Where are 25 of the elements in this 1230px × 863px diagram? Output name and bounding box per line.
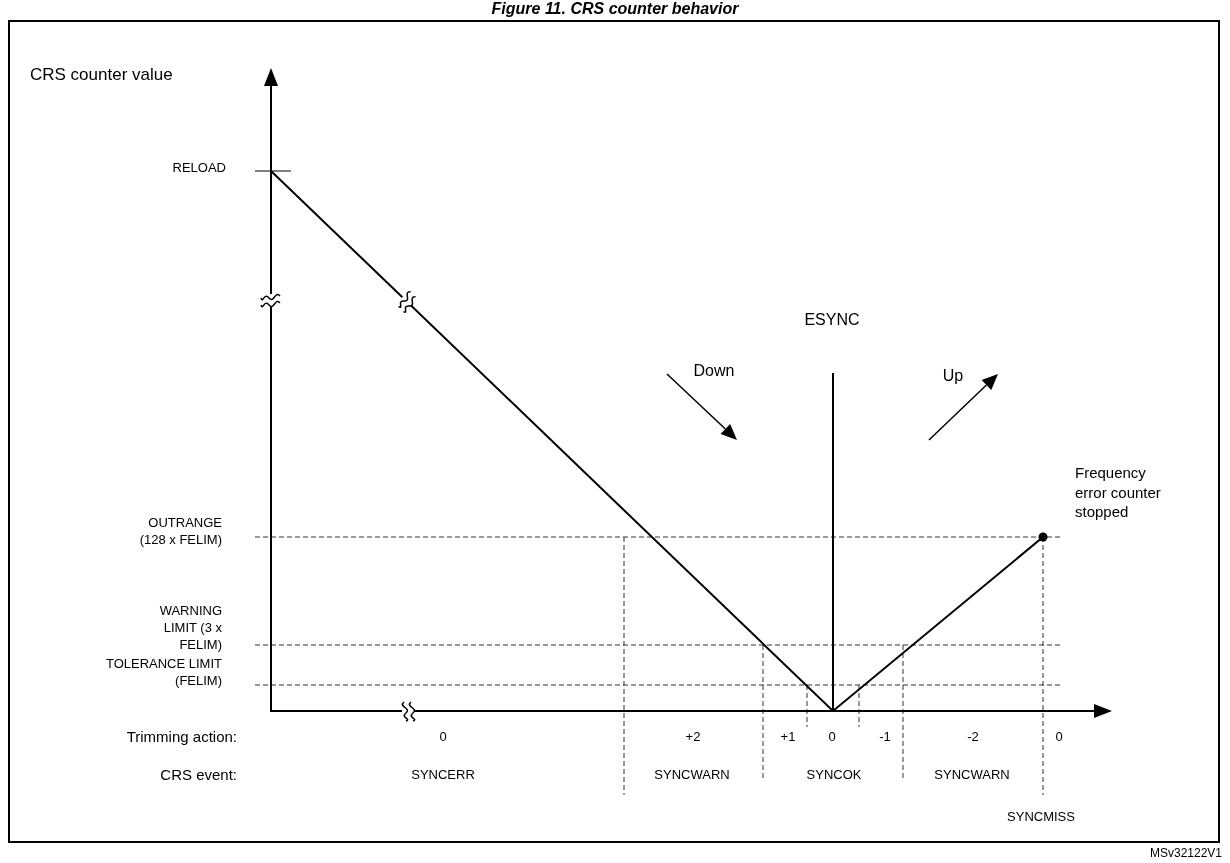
level-label: WARNING LIMIT (3 x FELIM): [158, 603, 222, 654]
event-name: SYNCERR: [411, 767, 475, 784]
trim-value: 0: [439, 729, 447, 746]
trim-value: +2: [685, 729, 701, 746]
trim-value: 0: [1055, 729, 1063, 746]
event-name: SYNCWARN: [654, 767, 730, 784]
figure-id: MSv32122V1: [1149, 846, 1222, 862]
trim-value: -1: [879, 729, 891, 746]
row-heading: CRS event:: [160, 765, 237, 785]
level-label: RELOAD: [172, 160, 226, 177]
level-label: TOLERANCE LIMIT (FELIM): [104, 656, 222, 690]
trim-value: 0: [828, 729, 836, 746]
direction-label: Down: [693, 361, 735, 381]
trim-value: +1: [780, 729, 796, 746]
trim-value: -2: [967, 729, 979, 746]
note-text: Frequency error counter stopped: [1075, 463, 1162, 522]
level-label: OUTRANGE (128 x FELIM): [138, 515, 222, 549]
axis-title: CRS counter value: [30, 64, 173, 86]
figure-title: Figure 11. CRS counter behavior: [490, 0, 740, 18]
event-name: SYNCOK: [806, 767, 862, 784]
signal-label: ESYNC: [804, 310, 860, 330]
direction-label: Up: [942, 366, 964, 386]
row-heading: Trimming action:: [126, 727, 237, 747]
event-name: SYNCMISS: [1007, 809, 1075, 826]
event-name: SYNCWARN: [934, 767, 1010, 784]
